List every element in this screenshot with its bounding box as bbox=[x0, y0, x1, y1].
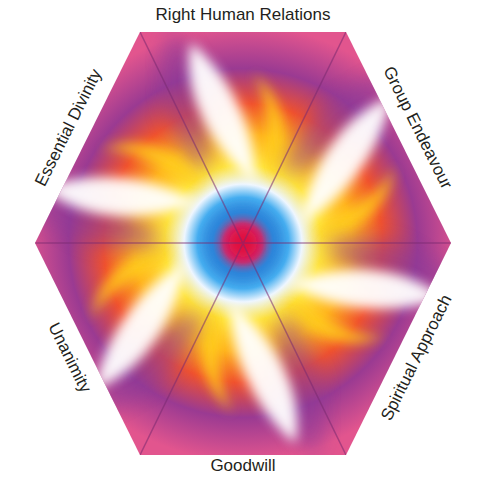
petals bbox=[16, 28, 471, 458]
segment-label: Right Human Relations bbox=[156, 6, 331, 25]
segment-label: Goodwill bbox=[210, 457, 275, 476]
